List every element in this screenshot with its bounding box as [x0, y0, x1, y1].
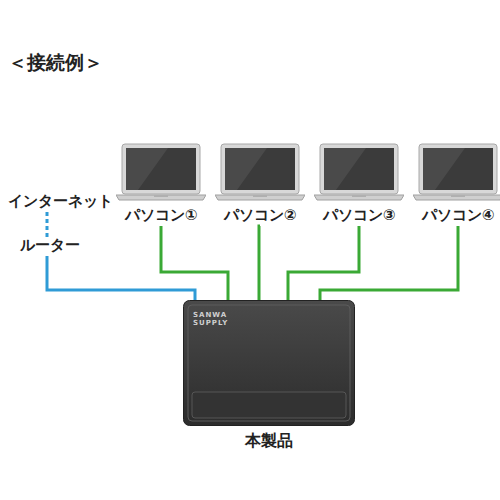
brand-logo: SANWA SUPPLY — [193, 311, 233, 327]
network-node: インターネット — [8, 192, 132, 210]
node-label: パソコン① — [116, 206, 206, 224]
network-node: ルーター — [20, 236, 100, 254]
cable-line — [288, 226, 359, 304]
pc-node: パソコン② — [215, 143, 305, 224]
pc-node: パソコン③ — [314, 143, 404, 224]
cable-line — [161, 226, 228, 304]
pc-node: パソコン① — [116, 143, 206, 224]
node-label: 本製品 — [183, 432, 355, 450]
laptop-illustration — [215, 143, 305, 203]
diagram-title: ＜接続例＞ — [8, 50, 103, 76]
laptop-illustration — [116, 143, 206, 203]
cable-line — [259, 226, 260, 304]
node-label: インターネット — [8, 192, 132, 210]
cable-line — [320, 226, 458, 304]
laptop-illustration — [314, 143, 404, 203]
node-label: パソコン② — [215, 206, 305, 224]
node-label: パソコン④ — [413, 206, 500, 224]
cable-line — [46, 212, 49, 240]
cable-line — [47, 256, 195, 304]
node-label: パソコン③ — [314, 206, 404, 224]
node-label: ルーター — [20, 236, 100, 254]
laptop-illustration — [413, 143, 500, 203]
pc-node: パソコン④ — [413, 143, 500, 224]
